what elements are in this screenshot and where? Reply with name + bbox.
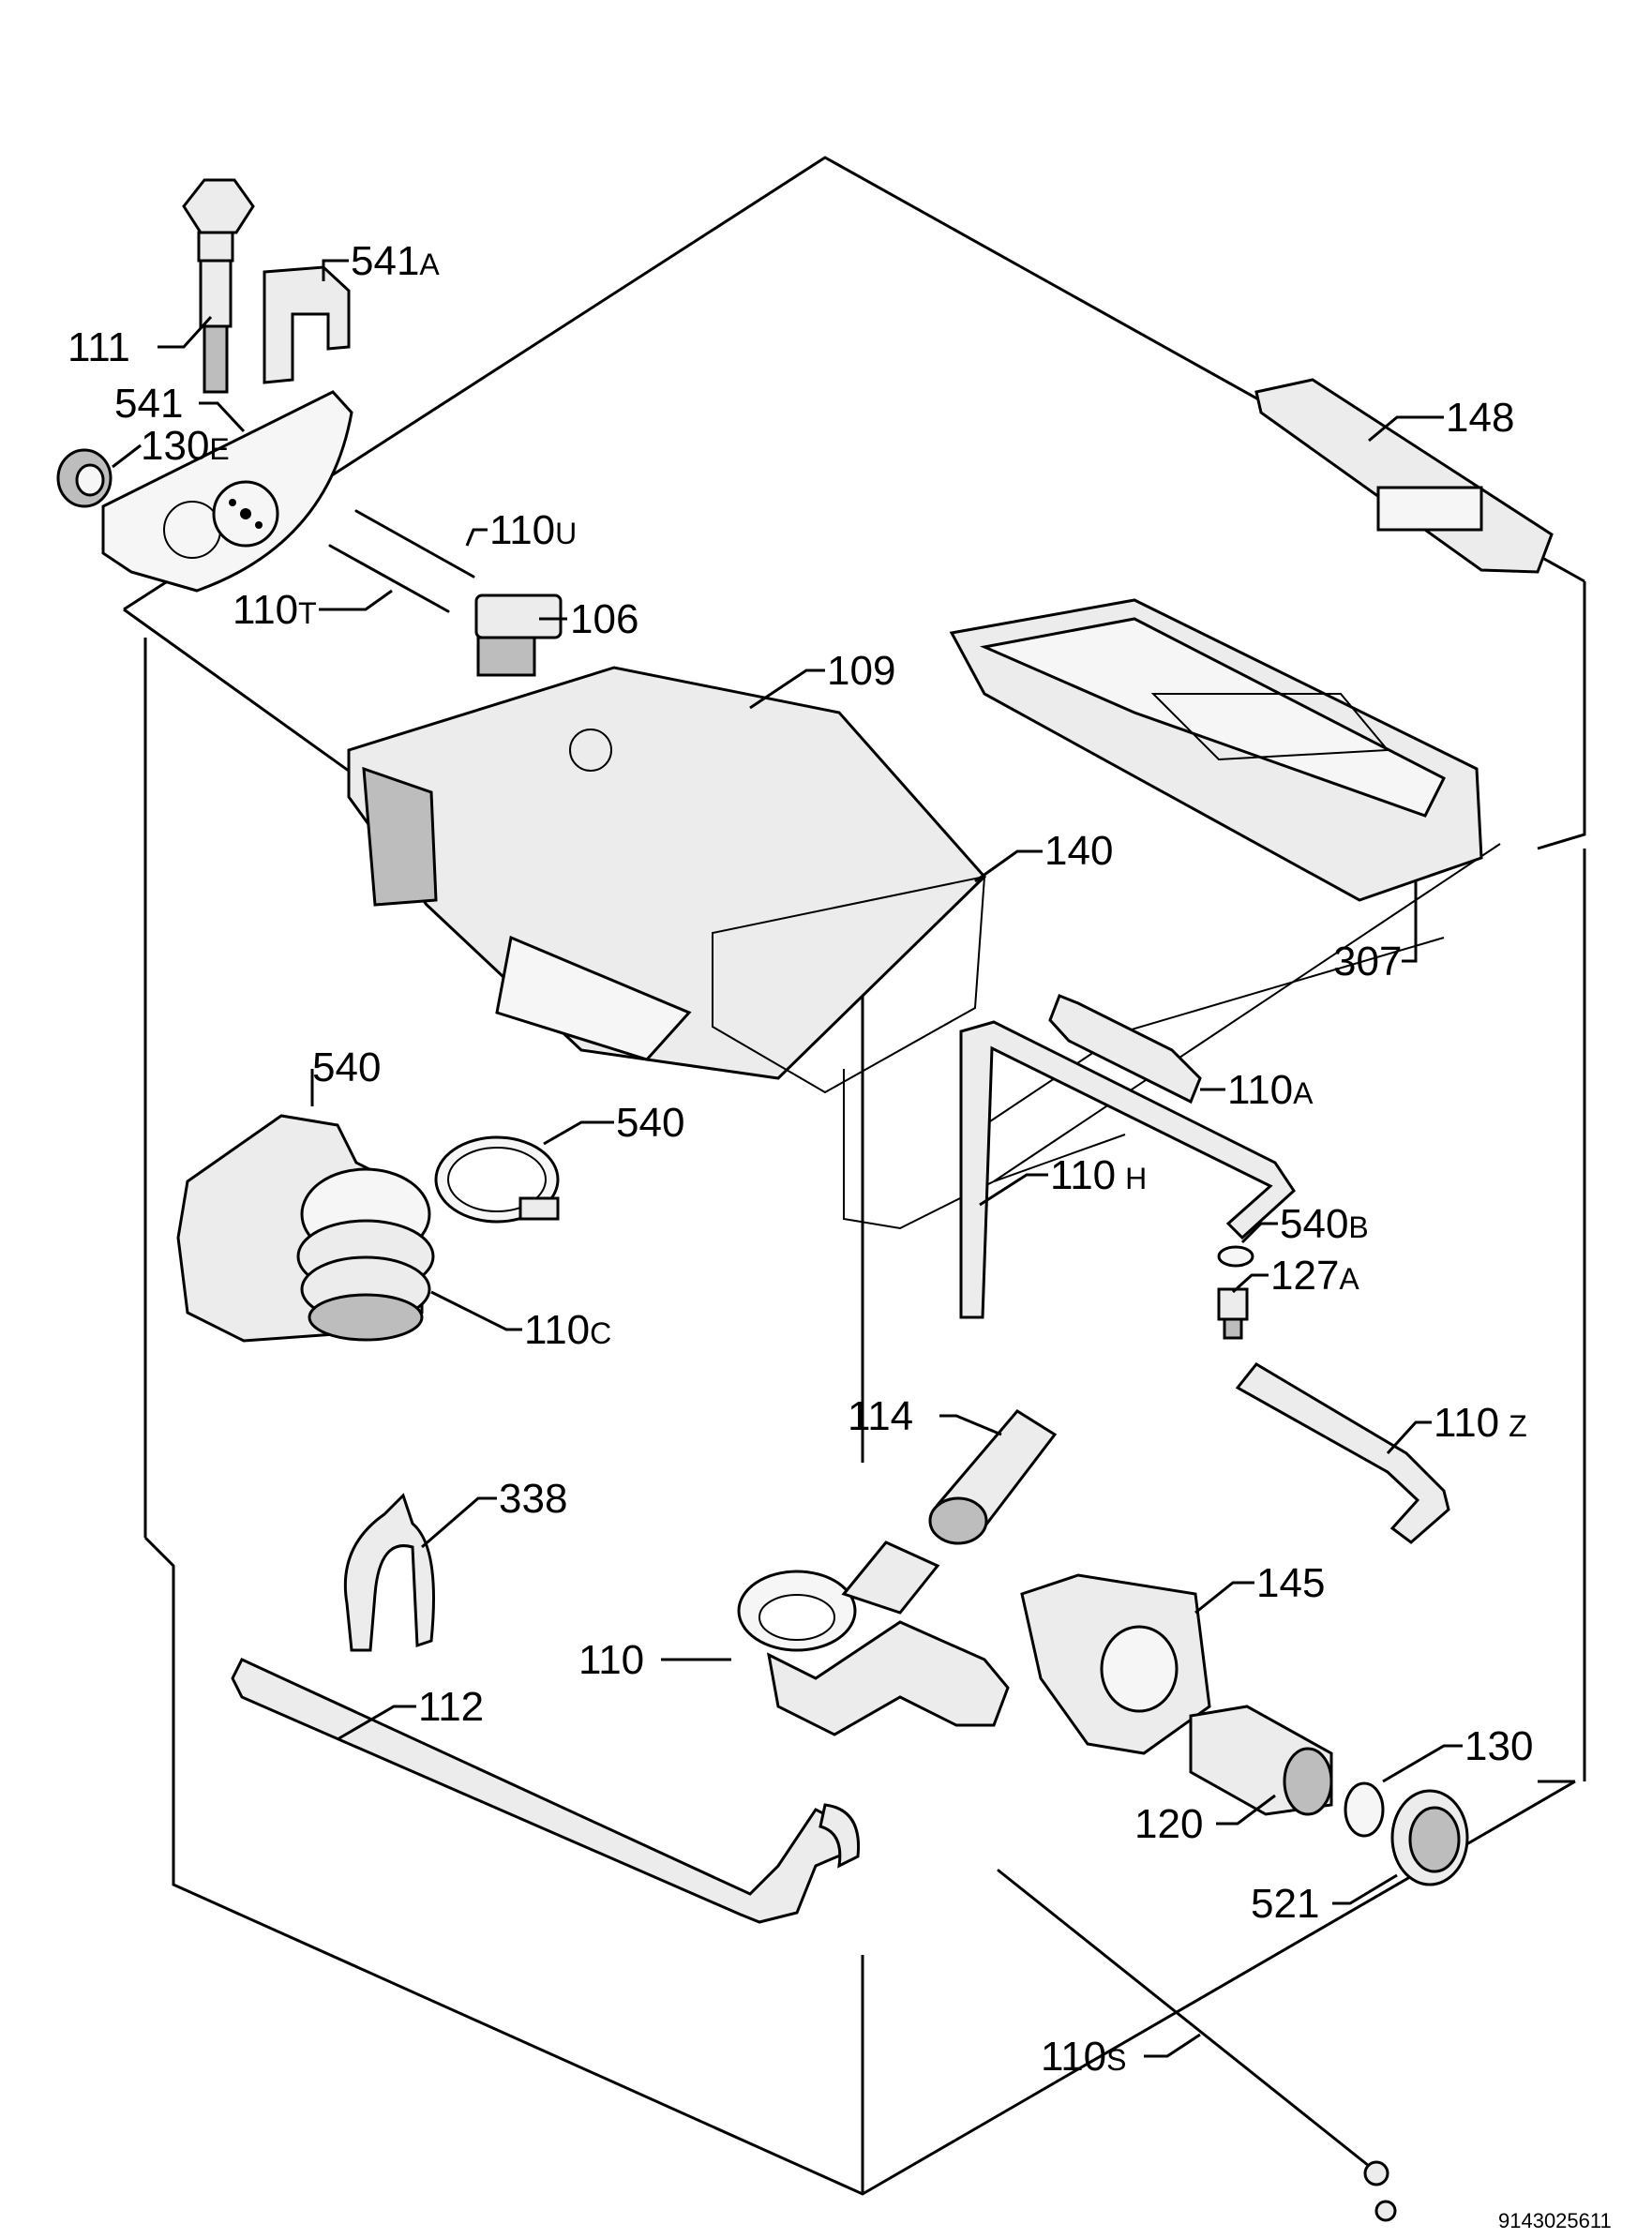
hose-110Z (1235, 1362, 1450, 1544)
callout-109: 109 (827, 648, 895, 694)
callout-540B: 540B (1280, 1201, 1369, 1247)
callout-120: 120 (1134, 1801, 1203, 1847)
svg-text:111: 111 (68, 324, 130, 370)
heater-114 (928, 1409, 1058, 1545)
callout-307: 307 (1333, 939, 1402, 984)
pump-housing-145 (1020, 1573, 1211, 1755)
svg-text:110: 110 (578, 1637, 644, 1683)
inlet-hose-111 (182, 178, 255, 394)
callout-540-top: 540 (312, 1044, 381, 1090)
valve-106 (474, 594, 563, 677)
drain-hose-112 (231, 1658, 861, 1924)
svg-text:540B: 540B (1280, 1201, 1369, 1247)
svg-text:106: 106 (570, 596, 638, 642)
o-ring-130 (1344, 1781, 1385, 1838)
callout-540-ring: 540 (616, 1100, 684, 1146)
callout-130E: 130E (141, 423, 230, 469)
svg-text:110T: 110T (233, 587, 317, 633)
document-number: 9143025611 (1498, 2209, 1612, 2232)
leader-lines (112, 259, 1463, 2058)
svg-text:130: 130 (1464, 1723, 1533, 1769)
svg-text:110U: 110U (489, 507, 577, 553)
svg-text:130E: 130E (141, 423, 230, 469)
svg-text:521: 521 (1251, 1881, 1319, 1927)
callout-130: 130 (1464, 1723, 1533, 1769)
dispenser-housing-109 (347, 666, 987, 1094)
clamp-540B (1217, 1245, 1254, 1268)
callout-112: 112 (418, 1684, 484, 1730)
callout-140: 140 (1044, 828, 1113, 874)
hose-110H (959, 1020, 1296, 1319)
svg-text:307: 307 (1333, 939, 1402, 984)
bellows-110C (176, 1114, 435, 1343)
svg-text:540: 540 (312, 1044, 381, 1090)
callout-110U: 110U (489, 507, 577, 553)
callout-110S: 110S (1041, 2034, 1127, 2080)
drain-tube-110S (997, 1869, 1397, 2222)
detergent-drawer-307 (949, 598, 1483, 902)
svg-text:120: 120 (1134, 1801, 1203, 1847)
callout-110A: 110A (1227, 1067, 1314, 1113)
support-clip-338 (343, 1493, 435, 1652)
clip-541A (263, 265, 351, 384)
short-hoses-110U-110T (328, 509, 475, 613)
fitting-127A (1217, 1287, 1249, 1340)
svg-text:110A: 110A (1227, 1067, 1314, 1113)
sump-hose-110 (737, 1540, 1010, 1736)
callout-541A: 541A (351, 238, 440, 284)
svg-text:140: 140 (1044, 828, 1113, 874)
bracket-plate-541 (101, 390, 353, 593)
svg-text:148: 148 (1446, 395, 1514, 441)
svg-text:109: 109 (827, 648, 895, 694)
callout-110C: 110C (524, 1307, 611, 1353)
callout-145: 145 (1256, 1560, 1325, 1606)
svg-text:114: 114 (848, 1393, 913, 1439)
callout-110T: 110T (233, 587, 317, 633)
callout-338: 338 (499, 1476, 567, 1522)
hose-clamp-540 (434, 1135, 560, 1224)
svg-text:112: 112 (418, 1684, 484, 1730)
callout-127A: 127A (1270, 1253, 1359, 1299)
hose-110A (1048, 994, 1202, 1104)
callout-521: 521 (1251, 1881, 1319, 1927)
svg-text:110S: 110S (1041, 2034, 1127, 2080)
svg-text:110C: 110C (524, 1307, 611, 1353)
svg-text:540: 540 (616, 1100, 684, 1146)
svg-text:127A: 127A (1270, 1253, 1359, 1299)
callout-114: 114 (848, 1393, 913, 1439)
callout-541: 541 (114, 381, 183, 427)
filter-120 (1189, 1705, 1333, 1816)
filter-cap-521 (1390, 1789, 1469, 1886)
callout-111: 111 (68, 324, 130, 370)
svg-text:145: 145 (1256, 1560, 1325, 1606)
svg-text:338: 338 (499, 1476, 567, 1522)
callout-106: 106 (570, 596, 638, 642)
callout-110: 110 (578, 1637, 644, 1683)
svg-text:541: 541 (114, 381, 183, 427)
dispenser-lid-148 (1254, 378, 1554, 574)
svg-text:541A: 541A (351, 238, 440, 284)
callout-148: 148 (1446, 395, 1514, 441)
grommet-130E (56, 448, 113, 508)
